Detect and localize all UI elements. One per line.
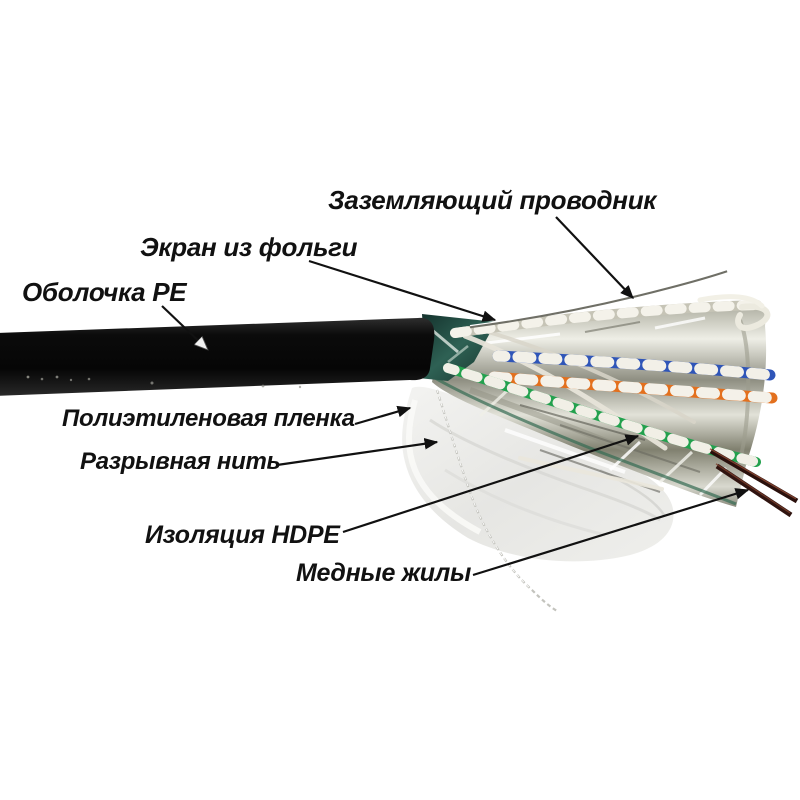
leader-pe-jacket <box>161 305 207 349</box>
label-rip-cord: Разрывная нить <box>80 448 281 475</box>
label-foil-shield: Экран из фольги <box>140 232 358 262</box>
copper-wires-shape <box>709 448 799 518</box>
ground-wire-shape <box>469 269 728 329</box>
label-grounding-conductor: Заземляющий проводник <box>328 185 657 215</box>
leader-grounding-conductor <box>555 216 634 299</box>
label-pe-jacket: Оболочка PE <box>22 277 187 307</box>
twisted-pairs <box>443 294 778 491</box>
leader-polyethylene-film <box>354 405 412 426</box>
label-hdpe-insulation: Изоляция HDPE <box>145 521 340 549</box>
leader-foil-shield <box>308 259 497 322</box>
leader-copper-conductors <box>472 488 750 577</box>
leader-rip-cord <box>276 438 439 467</box>
twisted-pair-blue <box>492 350 776 381</box>
twisted-pair-orange <box>488 371 778 404</box>
label-polyethylene-film: Полиэтиленовая пленка <box>62 405 355 432</box>
twisted-pair-green <box>443 363 761 467</box>
label-copper-conductors: Медные жилы <box>296 559 472 587</box>
pe-jacket-shape <box>0 317 435 396</box>
leader-lines <box>161 216 750 577</box>
twisted-pair-white <box>450 300 762 338</box>
leader-hdpe-insulation <box>342 434 640 534</box>
